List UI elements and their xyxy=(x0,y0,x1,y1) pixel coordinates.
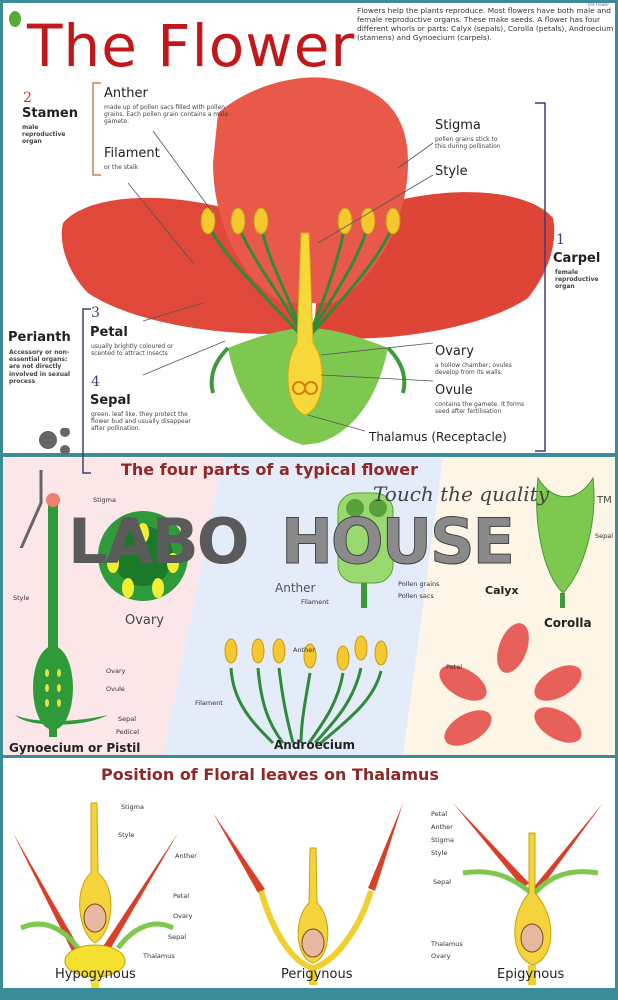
calyx-title: Calyx xyxy=(485,584,519,597)
label-stigma: Stigma xyxy=(93,496,116,504)
label-thalamus: Thalamus xyxy=(143,952,175,960)
carpel-desc: female reproductive organ xyxy=(555,269,599,291)
ovule-desc: contains the gamete. It forms seed after… xyxy=(435,401,525,416)
stamen-bracket xyxy=(92,82,101,176)
calyx-drawing xyxy=(536,476,595,608)
thalamus-title: Thalamus (Receptacle) xyxy=(369,430,507,444)
label-ovule: Ovule xyxy=(106,685,125,693)
label-sepal: Sepal xyxy=(168,933,187,941)
label-ovary: Ovary xyxy=(106,667,126,675)
hypogynous-title: Hypogynous xyxy=(55,967,136,982)
anthers xyxy=(224,635,388,671)
watermark-flask-icon xyxy=(19,428,70,548)
anther-section-title: Anther xyxy=(275,581,316,595)
filament-title: Filament xyxy=(104,146,160,161)
petal-number: 3 xyxy=(91,305,100,321)
filament-desc: or the stalk xyxy=(104,164,139,171)
label-pedicel: Pedicel xyxy=(116,728,139,736)
ovary-section-title: Ovary xyxy=(125,613,164,628)
watermark-labo: LABO xyxy=(68,505,249,578)
stigma-title: Stigma xyxy=(435,118,481,133)
style-title: Style xyxy=(435,164,468,179)
sepal-title: Sepal xyxy=(90,393,131,408)
watermark-tm: TM xyxy=(597,495,612,506)
corolla-title: Corolla xyxy=(544,616,592,630)
footer-strip xyxy=(3,988,615,997)
label-style: Style xyxy=(118,831,135,839)
watermark-house: HOUSE xyxy=(281,505,516,578)
stamen-title: Stamen xyxy=(22,106,78,121)
ovule-title: Ovule xyxy=(435,383,473,398)
main-flower-drawing xyxy=(61,77,555,445)
stamen-desc: male reproductive organ xyxy=(22,124,66,146)
label-petal: Petal xyxy=(173,892,190,900)
divider xyxy=(3,755,615,758)
label-sepal: Sepal xyxy=(118,715,137,723)
label-anther: Anther xyxy=(293,646,315,654)
label-ovary-2: Ovary xyxy=(431,952,451,960)
position-title: Position of Floral leaves on Thalamus xyxy=(101,765,439,784)
label-filament-2: Filament xyxy=(195,699,223,707)
intro-text: Flowers help the plants reproduce. Most … xyxy=(357,6,614,42)
label-pollen-sacs: Pollen sacs xyxy=(398,592,434,600)
gynoecium-title: Gynoecium or Pistil xyxy=(9,741,141,755)
carpel-bracket xyxy=(535,102,546,452)
label-style-2: Style xyxy=(431,849,448,857)
perigynous-drawing xyxy=(213,803,403,985)
label-petal: Petal xyxy=(446,663,463,671)
anther-title: Anther xyxy=(104,86,148,101)
carpel-number: 1 xyxy=(556,232,565,248)
ovary-desc: a hollow chamber; ovules develop from it… xyxy=(435,362,512,377)
stigma-desc: pollen grains stick to this during polli… xyxy=(435,136,501,151)
label-filament: Filament xyxy=(301,598,329,606)
ovary-section-drawing xyxy=(98,511,188,601)
gynoecium-drawing xyxy=(15,493,108,737)
perianth-bracket xyxy=(82,308,91,474)
androecium-title: Androecium xyxy=(274,738,355,752)
anther-section-drawing xyxy=(337,492,394,608)
androecium-drawing xyxy=(229,667,383,745)
label-sepal-2: Sepal xyxy=(433,878,452,886)
label-thalamus-2: Thalamus xyxy=(431,940,463,948)
sepal-number: 4 xyxy=(91,374,100,390)
ovary-title: Ovary xyxy=(435,344,474,359)
label-anther: Anther xyxy=(175,852,197,860)
sepal-desc: green, leaf like. they protect the flowe… xyxy=(91,411,191,433)
label-stigma-2: Stigma xyxy=(431,836,454,844)
divider xyxy=(3,453,615,457)
logo-leaf-icon xyxy=(9,11,21,27)
label-style: Style xyxy=(13,594,30,602)
label-stigma: Stigma xyxy=(121,803,144,811)
watermark-tagline: Touch the quality xyxy=(373,482,549,506)
epigynous-title: Epigynous xyxy=(497,967,565,982)
label-petal-2: Petal xyxy=(431,810,448,818)
hypogynous-drawing xyxy=(13,802,178,988)
petal-desc: usually brightly coloured or scented to … xyxy=(91,343,174,358)
label-ovary: Ovary xyxy=(173,912,193,920)
label-anther-2: Anther xyxy=(431,823,453,831)
petal-title: Petal xyxy=(90,325,128,340)
carpel-title: Carpel xyxy=(553,251,601,266)
illustrations xyxy=(3,11,615,997)
page-title: The Flower xyxy=(27,12,356,80)
epigynous-drawing xyxy=(453,803,603,985)
perianth-desc: Accessory or non-essential organs: are n… xyxy=(9,349,71,385)
corner-label: The Flower xyxy=(587,2,609,7)
label-pollen-grains: Pollen grains xyxy=(398,580,440,588)
label-sepal-calyx: Sepal xyxy=(595,532,614,540)
perianth-title: Perianth xyxy=(8,330,71,345)
perigynous-title: Perigynous xyxy=(281,967,353,982)
four-parts-title: The four parts of a typical flower xyxy=(121,460,419,479)
anther-desc: made up of pollen sacs filled with polle… xyxy=(104,104,229,126)
corolla-drawing xyxy=(439,623,582,746)
stamen-number: 2 xyxy=(23,90,32,106)
